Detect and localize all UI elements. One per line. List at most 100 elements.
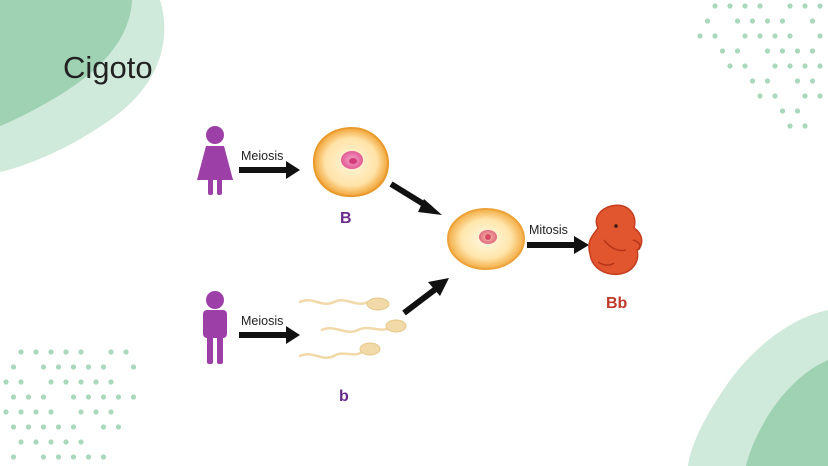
decor-dot — [809, 18, 816, 24]
male-meiosis-label: Meiosis — [241, 314, 283, 328]
decor-dot — [802, 93, 808, 99]
decor-dot — [55, 424, 62, 430]
decor-dot — [63, 349, 69, 355]
decor-dot — [802, 3, 808, 9]
sperm-to-zygote-arrow — [402, 278, 449, 316]
female-figure-icon — [197, 126, 233, 195]
decor-dot — [70, 394, 77, 400]
decor-dot — [78, 379, 84, 385]
decor-dot — [712, 33, 718, 39]
decor-dot — [85, 364, 92, 370]
decor-dot — [100, 364, 107, 370]
decor-dot — [93, 409, 99, 415]
decor-dot — [85, 394, 92, 400]
decor-dot — [78, 349, 84, 355]
decor-dot — [787, 3, 793, 9]
decor-dot — [108, 349, 114, 355]
decor-dot — [18, 409, 24, 415]
decor-dot — [772, 93, 778, 99]
decor-dot — [809, 48, 816, 54]
decor-dot — [764, 78, 771, 84]
sperm-allele-label: b — [339, 388, 349, 405]
decor-dot — [115, 394, 122, 400]
decor-dot — [55, 364, 62, 370]
decor-dot — [115, 424, 122, 430]
egg-cell-icon — [312, 126, 390, 198]
decor-dot — [734, 48, 741, 54]
decor-dot — [779, 108, 786, 114]
decor-dot — [794, 48, 801, 54]
decor-dot — [108, 379, 114, 385]
male-figure-icon — [203, 291, 227, 364]
slide-title: Cigoto — [63, 50, 153, 85]
female-meiosis-arrow — [239, 161, 300, 179]
decor-dot — [809, 78, 816, 84]
decor-dot — [749, 18, 756, 24]
decor-dot — [10, 424, 17, 430]
decor-dot — [802, 123, 808, 129]
decor-dot — [817, 33, 823, 39]
embryo-allele-label: Bb — [606, 295, 628, 312]
decor-dot — [25, 394, 32, 400]
decor-dot — [63, 379, 69, 385]
decor-dot — [787, 123, 793, 129]
decor-dot — [10, 364, 17, 370]
decor-dot — [40, 424, 47, 430]
decor-dot — [817, 93, 823, 99]
decor-dot — [33, 409, 39, 415]
decor-dot — [742, 3, 748, 9]
decor-dot — [757, 3, 763, 9]
decor-dot — [18, 379, 24, 385]
decor-dot — [93, 379, 99, 385]
decor-dot — [130, 364, 137, 370]
female-meiosis-label: Meiosis — [241, 149, 283, 163]
decor-dot — [10, 454, 17, 460]
decor-dot — [742, 63, 748, 69]
decor-dot — [719, 48, 726, 54]
decor-dot — [749, 78, 756, 84]
decor-dot — [85, 454, 92, 460]
decor-dot — [48, 379, 54, 385]
decor-dot — [63, 439, 69, 445]
decor-dot — [779, 18, 786, 24]
decor-dot — [817, 63, 823, 69]
decor-dot — [100, 424, 107, 430]
decor-dot — [712, 3, 718, 9]
decor-dot — [100, 394, 107, 400]
decor-dot — [130, 394, 137, 400]
decor-dot — [727, 3, 733, 9]
mitosis-label: Mitosis — [529, 223, 568, 237]
decor-dot — [40, 364, 47, 370]
decor-dot — [18, 349, 24, 355]
decor-dot — [78, 439, 84, 445]
decor-dot — [764, 18, 771, 24]
egg-to-zygote-arrow — [389, 181, 442, 215]
decor-dot — [33, 349, 39, 355]
decor-dot — [817, 3, 823, 9]
decor-dot — [70, 454, 77, 460]
decor-bottom-right-blob — [688, 310, 828, 466]
decor-dot — [40, 394, 47, 400]
decor-dot — [787, 63, 793, 69]
decor-dots-top-right — [697, 3, 823, 129]
mitosis-arrow — [527, 236, 589, 254]
zygote-cell-icon — [447, 208, 525, 270]
decor-dot — [794, 78, 801, 84]
decor-dot — [108, 409, 114, 415]
decor-dot — [48, 349, 54, 355]
decor-dot — [742, 33, 748, 39]
decor-dot — [70, 364, 77, 370]
decor-dot — [757, 93, 763, 99]
decor-dot — [10, 394, 17, 400]
decor-dot — [18, 439, 24, 445]
decor-dot — [70, 424, 77, 430]
decor-dot — [3, 409, 9, 415]
decor-dot — [123, 349, 129, 355]
embryo-icon — [588, 204, 643, 276]
decor-dot — [55, 454, 62, 460]
decor-dot — [48, 439, 54, 445]
decor-dot — [779, 48, 786, 54]
decor-dot — [48, 409, 54, 415]
